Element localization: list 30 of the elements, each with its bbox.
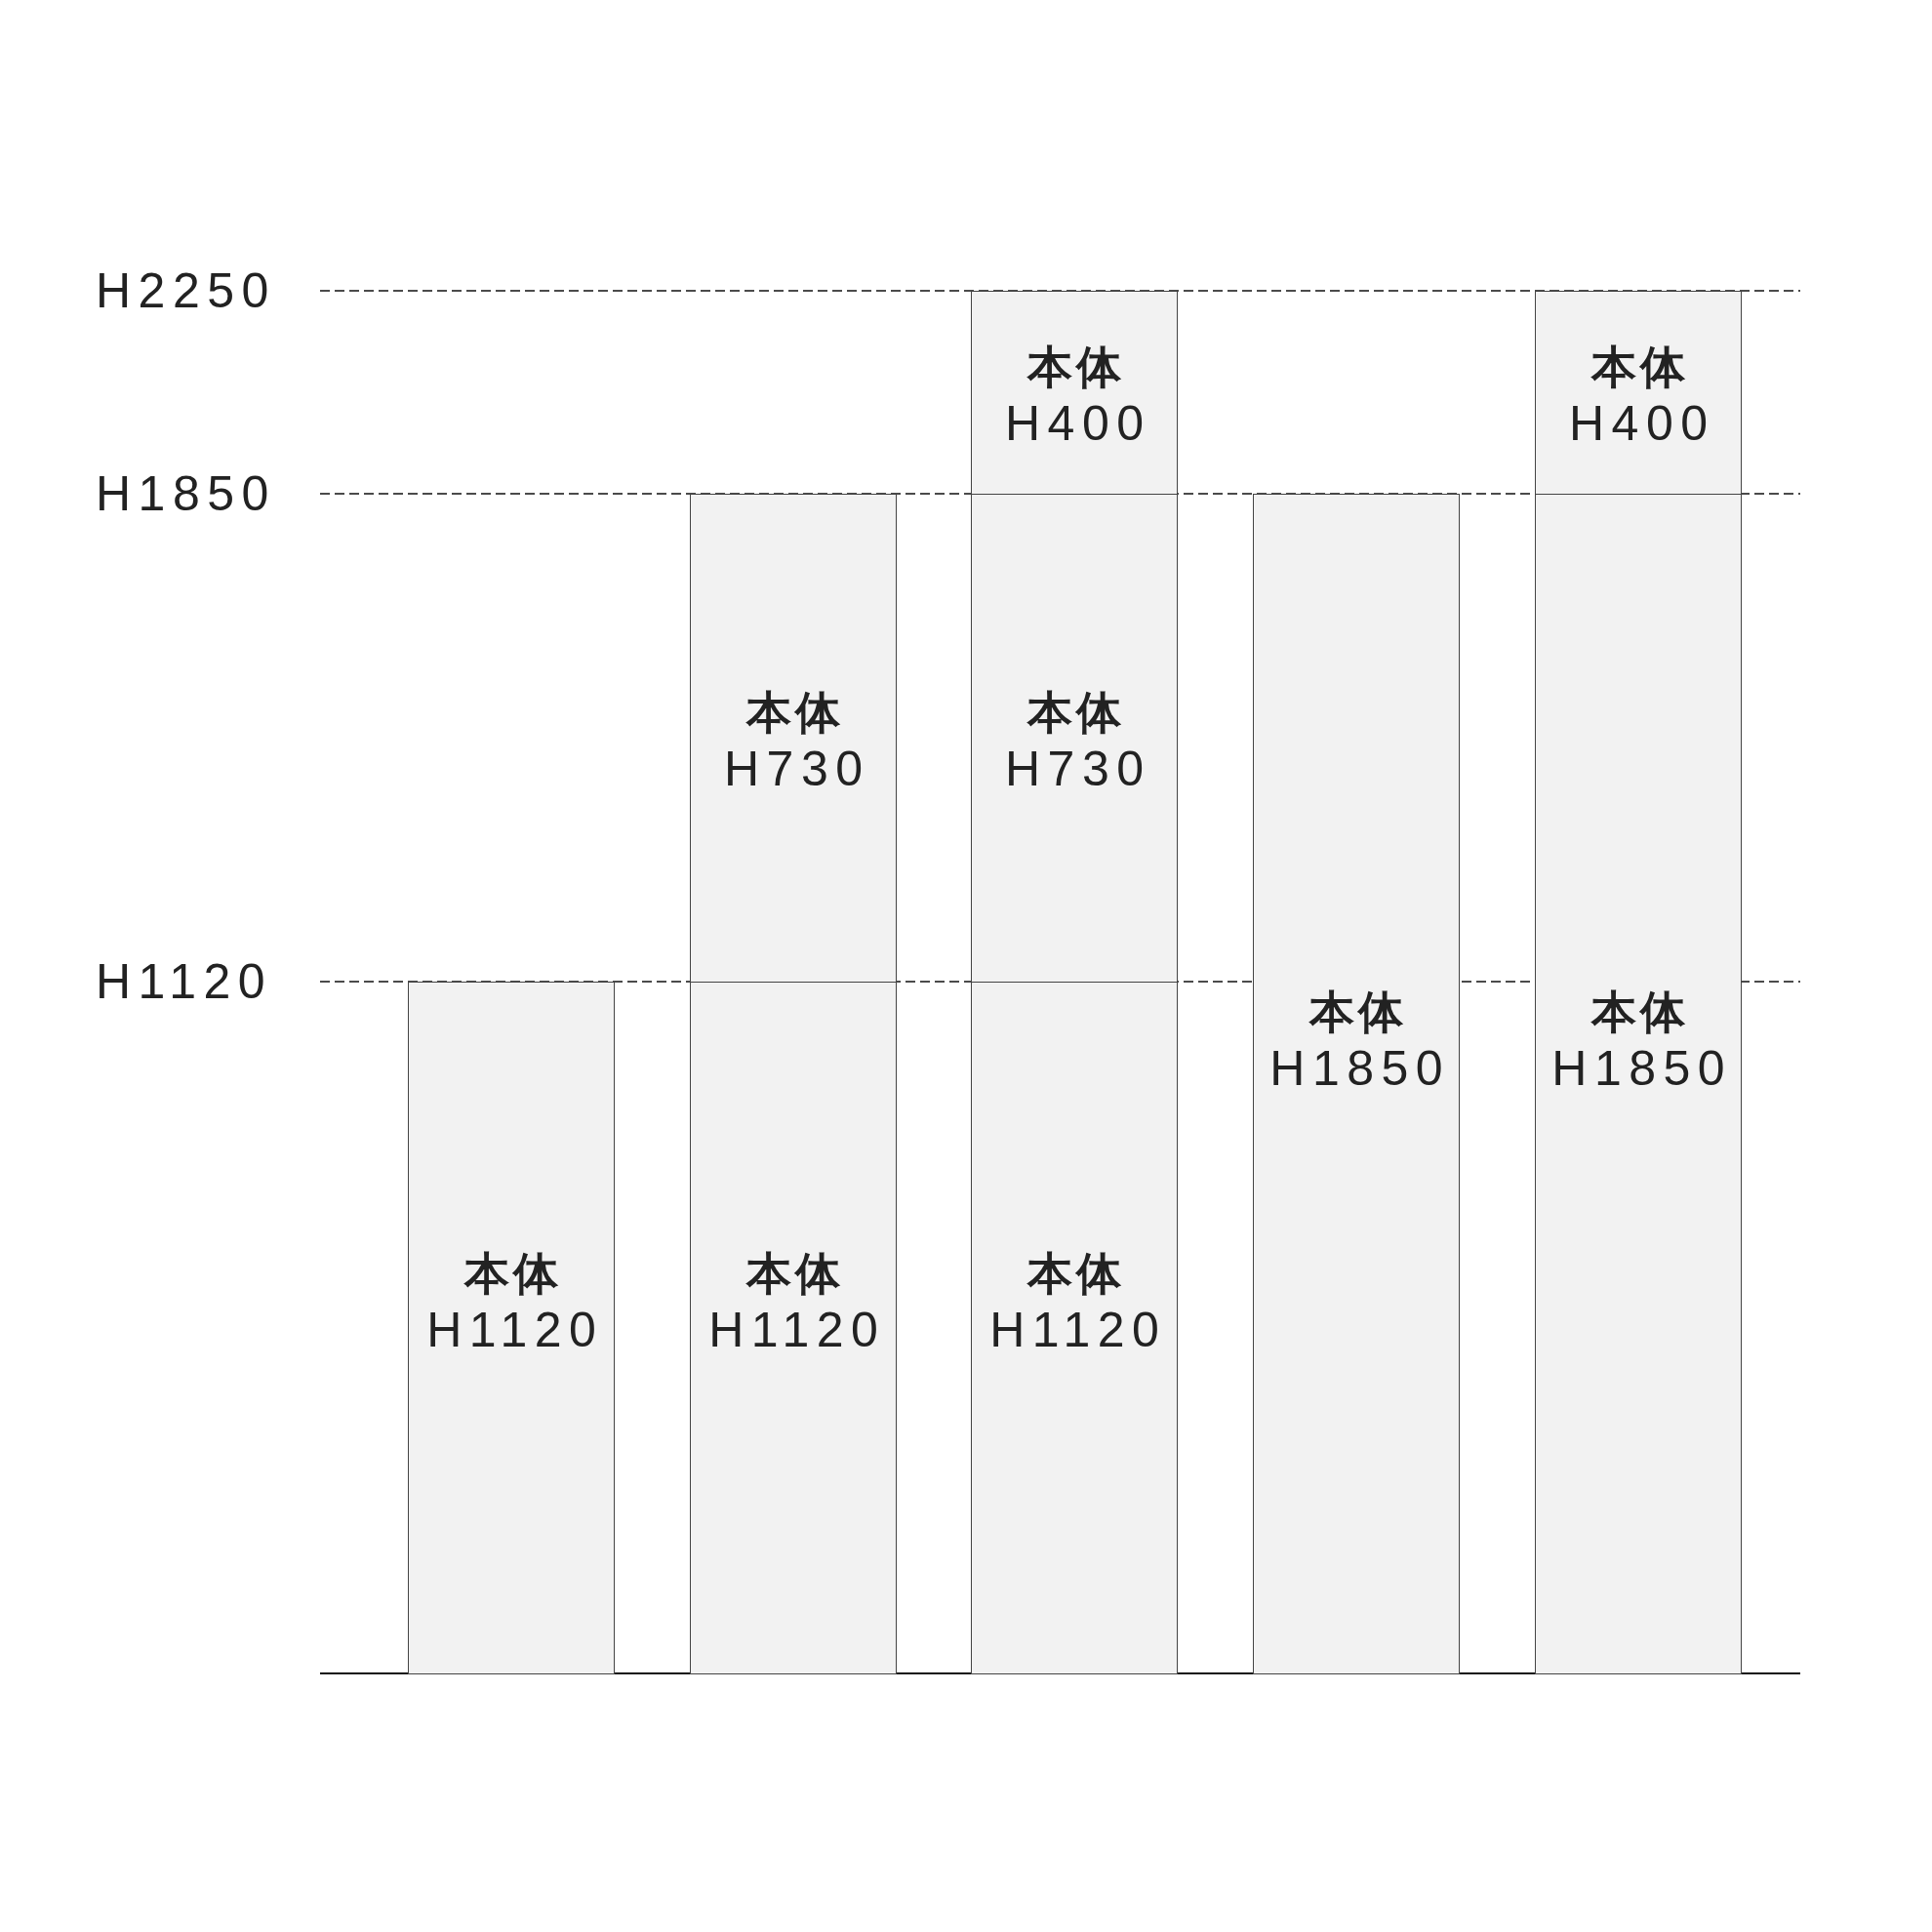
unit-box <box>971 291 1178 495</box>
unit-box <box>1535 291 1742 495</box>
height-label: H730 <box>1004 742 1151 796</box>
unit-label: 本体 <box>1026 1248 1126 1299</box>
unit-box <box>1535 494 1742 1674</box>
unit-box <box>971 982 1178 1674</box>
level-label: H2250 <box>96 263 276 318</box>
unit-box <box>1253 494 1460 1674</box>
unit-label: 本体 <box>463 1248 563 1299</box>
unit-box <box>690 494 897 983</box>
height-label: H1850 <box>1550 1041 1733 1096</box>
height-label: H1120 <box>425 1303 604 1357</box>
unit-label: 本体 <box>745 1248 845 1299</box>
height-label: H730 <box>723 742 870 796</box>
height-label: H400 <box>1568 396 1715 451</box>
unit-label: 本体 <box>745 687 845 738</box>
unit-label: 本体 <box>1308 986 1408 1037</box>
level-label: H1120 <box>96 954 273 1009</box>
unit-label: 本体 <box>1590 986 1690 1037</box>
unit-label: 本体 <box>1026 342 1126 392</box>
unit-box <box>408 982 615 1674</box>
unit-box <box>690 982 897 1674</box>
unit-label: 本体 <box>1590 342 1690 392</box>
unit-box <box>971 494 1178 983</box>
height-label: H1850 <box>1268 1041 1451 1096</box>
unit-label: 本体 <box>1026 687 1126 738</box>
height-label: H1120 <box>707 1303 886 1357</box>
height-label: H400 <box>1004 396 1151 451</box>
level-label: H1850 <box>96 466 276 521</box>
height-label: H1120 <box>988 1303 1167 1357</box>
